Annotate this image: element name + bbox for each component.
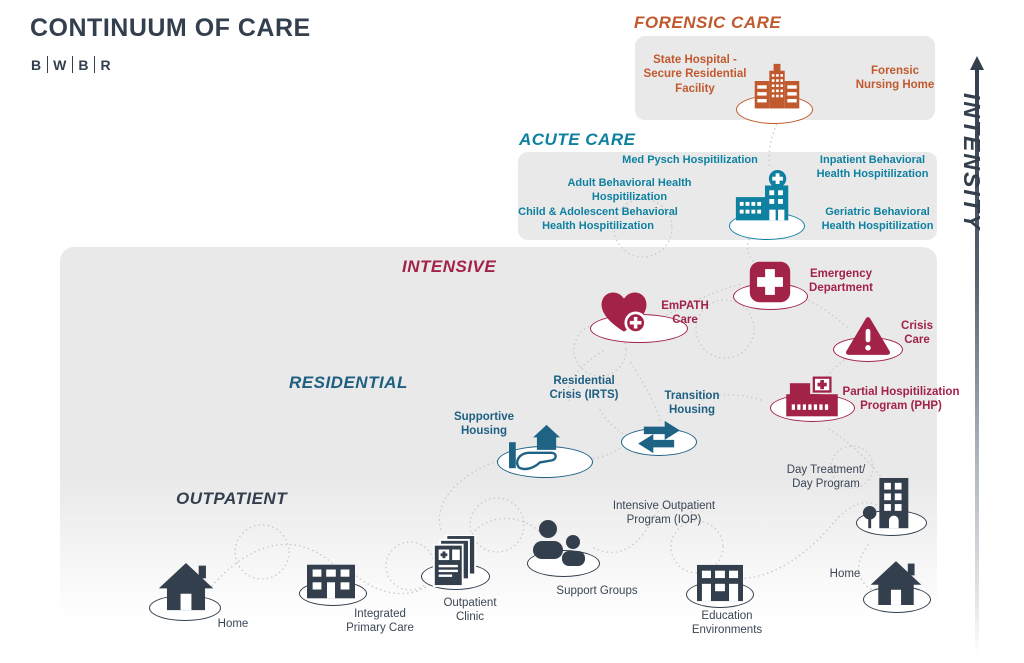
logo-letter: B [31, 56, 43, 73]
child-adolescent-label: Child & Adolescent Behavioral Health Hos… [518, 206, 678, 232]
heart-cross-icon [601, 292, 647, 334]
intensity-axis-label: INTENSITY [959, 93, 985, 232]
house-icon [158, 562, 214, 611]
people-group-icon [533, 520, 585, 566]
residential-crisis-label: Residential Crisis (IRTS) [549, 375, 619, 402]
hand-house-icon [509, 424, 560, 471]
transfer-arrows-icon [638, 420, 680, 454]
support-groups-label: Support Groups [556, 585, 638, 597]
education-environments-label: Education Environments [691, 610, 763, 637]
empath-care-label: EmPATH Care [661, 300, 709, 327]
adult-behavioral-label: Adult Behavioral Health Hospitilization [567, 177, 692, 203]
apartment-building-icon [862, 478, 909, 529]
iop-label: Intensive Outpatient Program (IOP) [612, 500, 716, 527]
clinic-building-icon [307, 564, 355, 599]
logo-divider [47, 56, 49, 73]
first-aid-cross-icon [749, 261, 791, 303]
intensive-heading: INTENSIVE [402, 257, 497, 276]
day-treatment-label: Day Treatment/ Day Program [786, 464, 866, 491]
outpatient-clinic-label: Outpatient Clinic [443, 597, 497, 624]
residential-heading: RESIDENTIAL [289, 373, 408, 392]
forensic-care-heading: FORENSIC CARE [634, 13, 782, 32]
emergency-department-label: Emergency Department [809, 268, 873, 295]
logo-letter: R [100, 56, 112, 73]
med-psych-label: Med Pysch Hospitilization [622, 154, 758, 166]
acute-care-heading: ACUTE CARE [519, 130, 636, 149]
home-right-label: Home [829, 568, 861, 580]
hospital-icon [735, 169, 789, 221]
logo-divider [94, 56, 96, 73]
intensity-arrow-line [975, 68, 979, 656]
community-care-panel [60, 247, 937, 620]
house-icon [870, 561, 922, 605]
home-left-label: Home [217, 618, 249, 630]
page-title: CONTINUUM OF CARE [30, 14, 311, 42]
crisis-care-label: Crisis Care [901, 320, 933, 347]
medical-documents-icon [432, 535, 477, 587]
integrated-primary-care-label: Integrated Primary Care [346, 608, 414, 635]
inpatient-behavioral-label: Inpatient Behavioral Health Hospitilizat… [816, 154, 929, 180]
logo-divider [72, 56, 74, 73]
warning-triangle-icon [846, 317, 890, 355]
logo-letter: W [53, 56, 68, 73]
state-hospital-label: State Hospital - Secure Residential Faci… [643, 54, 747, 95]
supportive-housing-label: Supportive Housing [453, 411, 515, 438]
acute-care-panel [518, 152, 937, 240]
intensity-arrow-head [970, 56, 984, 70]
geriatric-behavioral-label: Geriatric Behavioral Health Hospitilizat… [821, 206, 934, 232]
school-building-icon [697, 564, 743, 602]
medical-building-icon [786, 376, 838, 417]
logo-letter: B [78, 56, 90, 73]
forensic-nursing-home-label: Forensic Nursing Home [855, 65, 935, 92]
outpatient-heading: OUTPATIENT [176, 489, 288, 508]
secure-hospital-icon [754, 63, 800, 109]
php-label: Partial Hospitilization Program (PHP) [842, 386, 960, 413]
transition-housing-label: Transition Housing [664, 390, 720, 417]
